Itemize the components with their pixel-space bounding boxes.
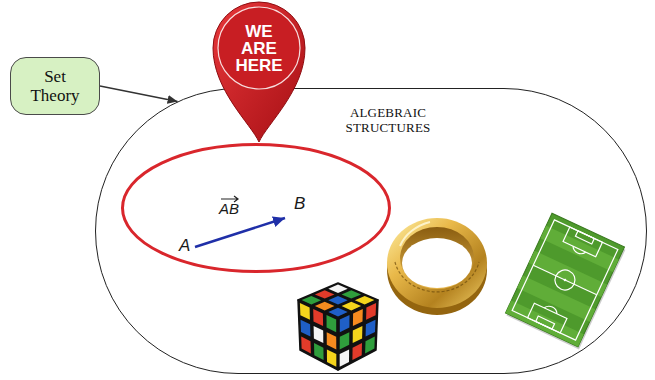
cube-sticker — [352, 343, 362, 360]
cube-sticker — [313, 309, 323, 326]
vector-name: AB — [219, 201, 239, 216]
cube-sticker — [300, 303, 310, 320]
pitch-lines — [512, 220, 618, 340]
cube-sticker — [340, 315, 350, 332]
connector-arrow — [100, 86, 178, 101]
cube-face — [338, 300, 378, 370]
football-pitch — [505, 213, 627, 349]
cube-sticker — [327, 332, 337, 349]
cube-sticker — [340, 349, 349, 366]
cube-sticker — [301, 320, 311, 337]
box-label: Set Theory — [30, 67, 79, 105]
cube-sticker — [328, 285, 347, 293]
ring-face — [387, 218, 487, 308]
point-label: B — [294, 195, 305, 212]
half-line — [533, 265, 596, 295]
ring-hole — [402, 238, 472, 288]
point-label: A — [179, 237, 190, 254]
cube-sticker — [353, 309, 363, 326]
card-ground — [506, 213, 625, 347]
penalty-box — [528, 303, 567, 333]
penalty-arc — [571, 246, 585, 256]
rubik-cube — [298, 283, 378, 370]
text-slot: A — [179, 237, 190, 254]
text-slot: ALGEBRAIC STRUCTURES — [345, 105, 430, 135]
ring-inscription — [395, 262, 479, 292]
cube-sticker — [327, 315, 337, 332]
pin-inner-ring — [218, 7, 300, 89]
grass-stripe — [506, 300, 584, 346]
cube-sticker — [366, 320, 376, 337]
ellipse-outline — [123, 145, 390, 272]
vector-arrow — [195, 218, 285, 247]
penalty-arc — [544, 304, 558, 314]
ellipse-shape — [121, 143, 391, 273]
cube-sticker — [366, 303, 376, 320]
pin-label: WE ARE HERE — [235, 23, 282, 74]
ring-shine — [400, 222, 430, 246]
cube-sticker — [314, 326, 324, 343]
goal-box — [575, 231, 594, 244]
cube-face — [298, 300, 338, 370]
centre-circle — [552, 267, 579, 294]
ring-inner-wall — [400, 227, 474, 289]
touch-line — [512, 220, 618, 340]
cube-sticker — [328, 296, 347, 305]
goal-box — [536, 316, 555, 329]
text-slot: AB — [219, 201, 239, 216]
pin-body — [213, 2, 305, 142]
gold-ring — [387, 218, 487, 315]
text-slot: WE ARE HERE — [235, 23, 282, 74]
cube-sticker — [365, 337, 375, 354]
region-outline: ALGEBRAIC STRUCTURES AB B A — [95, 88, 647, 374]
location-pin: WE ARE HERE — [211, 2, 307, 144]
cube-sticker — [340, 332, 350, 349]
cube-sticker — [314, 343, 324, 360]
text-slot: B — [294, 195, 305, 212]
centre-spot — [563, 278, 566, 281]
topic-box: Set Theory — [10, 57, 100, 115]
cube-sticker — [342, 290, 362, 298]
penalty-box — [563, 227, 602, 257]
cube-sticker — [315, 290, 335, 298]
cube-sticker — [327, 349, 336, 366]
cube-sticker — [301, 337, 311, 354]
highlight-ellipse: AB B A — [121, 143, 391, 273]
cube-sticker — [353, 326, 363, 343]
region-heading: ALGEBRAIC STRUCTURES — [345, 105, 430, 135]
